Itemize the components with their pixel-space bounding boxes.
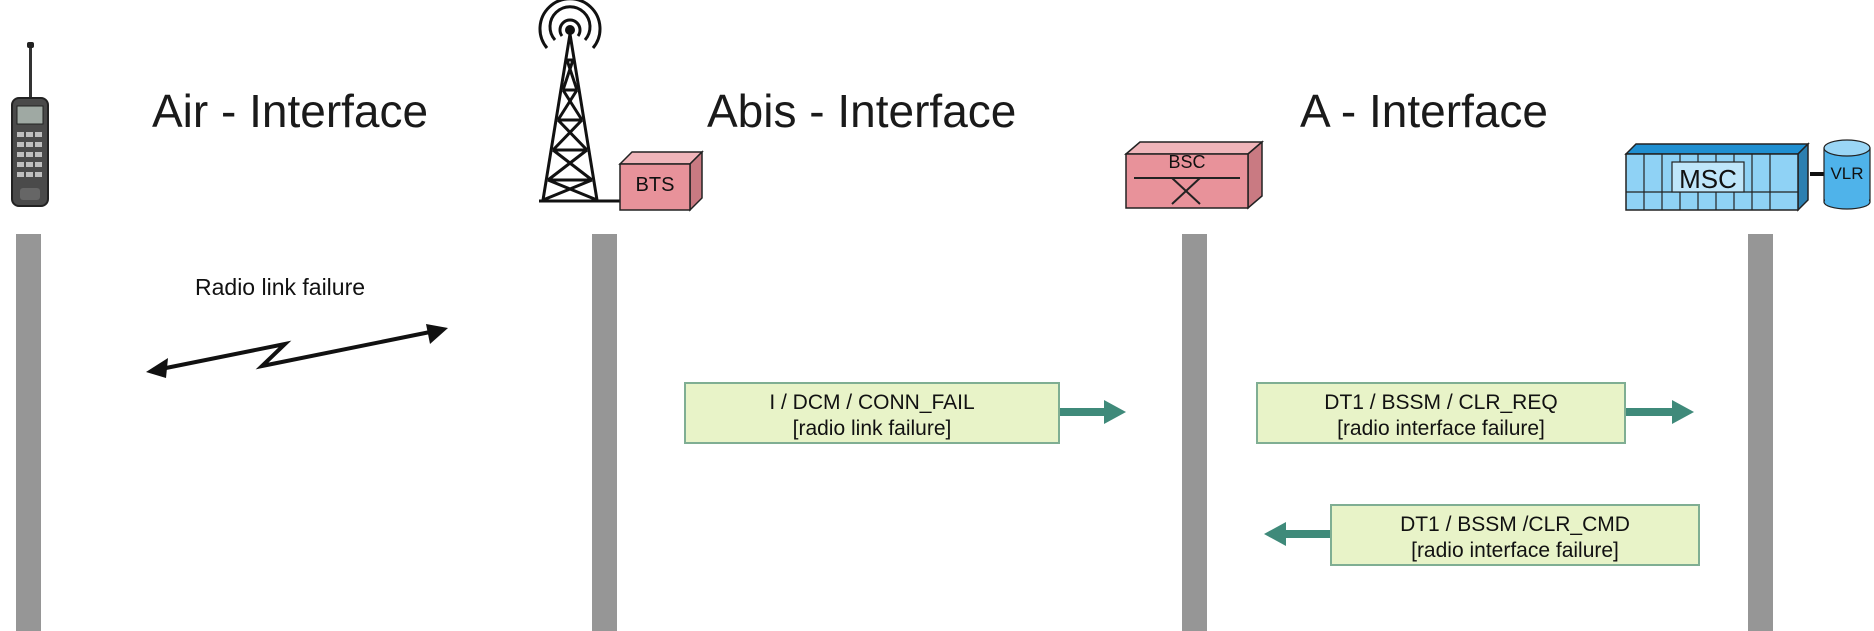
arrow-left-clr-cmd [1264, 522, 1334, 546]
antenna-tower-icon [538, 0, 620, 203]
lifeline-ms [16, 234, 41, 631]
vlr-label: VLR [1830, 164, 1864, 183]
message-conn-fail-line2: [radio link failure] [792, 417, 952, 440]
bts-box-icon [618, 150, 704, 212]
lifeline-bts [592, 234, 617, 631]
message-clr-req-line1: DT1 / BSSM / CLR_REQ [1324, 391, 1558, 414]
lifeline-msc [1748, 234, 1773, 631]
msc-label: MSC [1679, 164, 1737, 194]
bsc-label: BSC [1168, 152, 1206, 172]
bsc-box-icon [1123, 140, 1265, 210]
a-interface-title: A - Interface [1300, 85, 1549, 137]
message-conn-fail: I / DCM / CONN_FAIL [radio link failure] [684, 382, 1060, 444]
message-clr-cmd-line2: [radio interface failure] [1411, 539, 1619, 562]
msc-rack-icon [1624, 142, 1810, 212]
radio-link-failure-label: Radio link failure [195, 274, 366, 300]
arrow-right-conn-fail [1060, 400, 1126, 424]
message-clr-req: DT1 / BSSM / CLR_REQ [radio interface fa… [1256, 382, 1626, 444]
message-clr-cmd-line1: DT1 / BSSM /CLR_CMD [1400, 513, 1630, 536]
arrow-right-clr-req [1626, 400, 1694, 424]
mobile-phone-icon [11, 42, 49, 207]
message-conn-fail-line1: I / DCM / CONN_FAIL [769, 391, 975, 414]
lifeline-bsc [1182, 234, 1207, 631]
bts-label: BTS [635, 174, 675, 196]
msc-vlr-connector [1810, 172, 1824, 176]
air-interface-title: Air - Interface [152, 85, 429, 137]
message-clr-req-line2: [radio interface failure] [1337, 417, 1545, 440]
vlr-database-icon [1823, 139, 1871, 210]
abis-interface-title: Abis - Interface [707, 85, 1017, 137]
message-clr-cmd: DT1 / BSSM /CLR_CMD [radio interface fai… [1330, 504, 1700, 566]
radio-link-zigzag-arrow [146, 324, 448, 378]
